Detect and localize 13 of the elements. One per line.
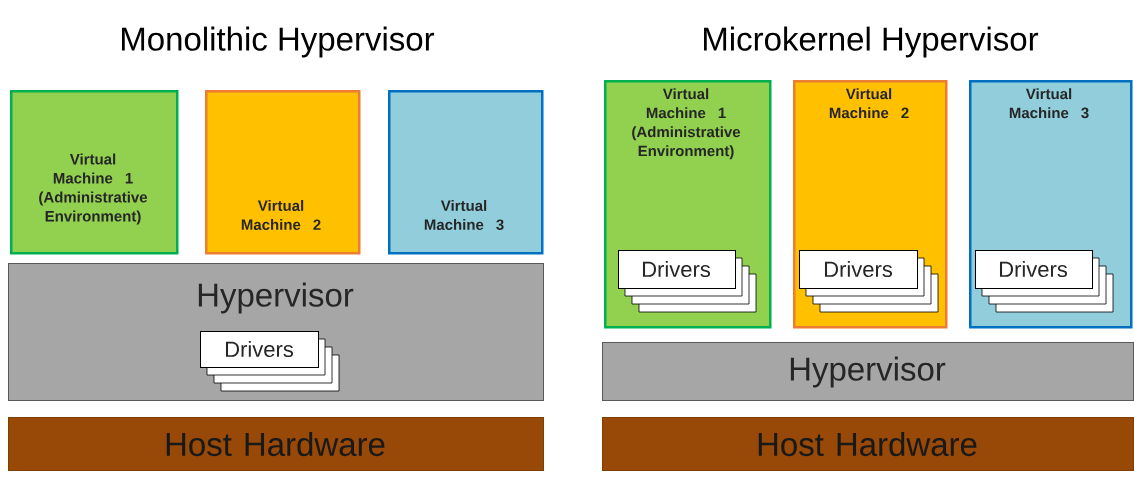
layer-bar: Host Hardware bbox=[602, 417, 1134, 471]
drivers-stack: Drivers bbox=[618, 250, 757, 313]
panel-title: Microkernel Hypervisor bbox=[704, 26, 1039, 58]
drivers-stack: Drivers bbox=[799, 250, 939, 313]
drivers-stack: Drivers bbox=[200, 331, 340, 392]
panel-title: Monolithic Hypervisor bbox=[122, 26, 435, 58]
virtual-machine-box: Virtual Machine 2 bbox=[205, 90, 361, 255]
node-label: Drivers bbox=[225, 340, 294, 358]
virtual-machine-box: Virtual Machine 3 bbox=[388, 90, 544, 255]
virtual-machine-box: Virtual Machine 1 (Administrative Environment) bbox=[10, 90, 179, 255]
layer-bar: Host Hardware bbox=[8, 417, 544, 471]
drivers-stack: Drivers bbox=[975, 250, 1114, 313]
layer-bar: Hypervisor bbox=[602, 342, 1134, 401]
